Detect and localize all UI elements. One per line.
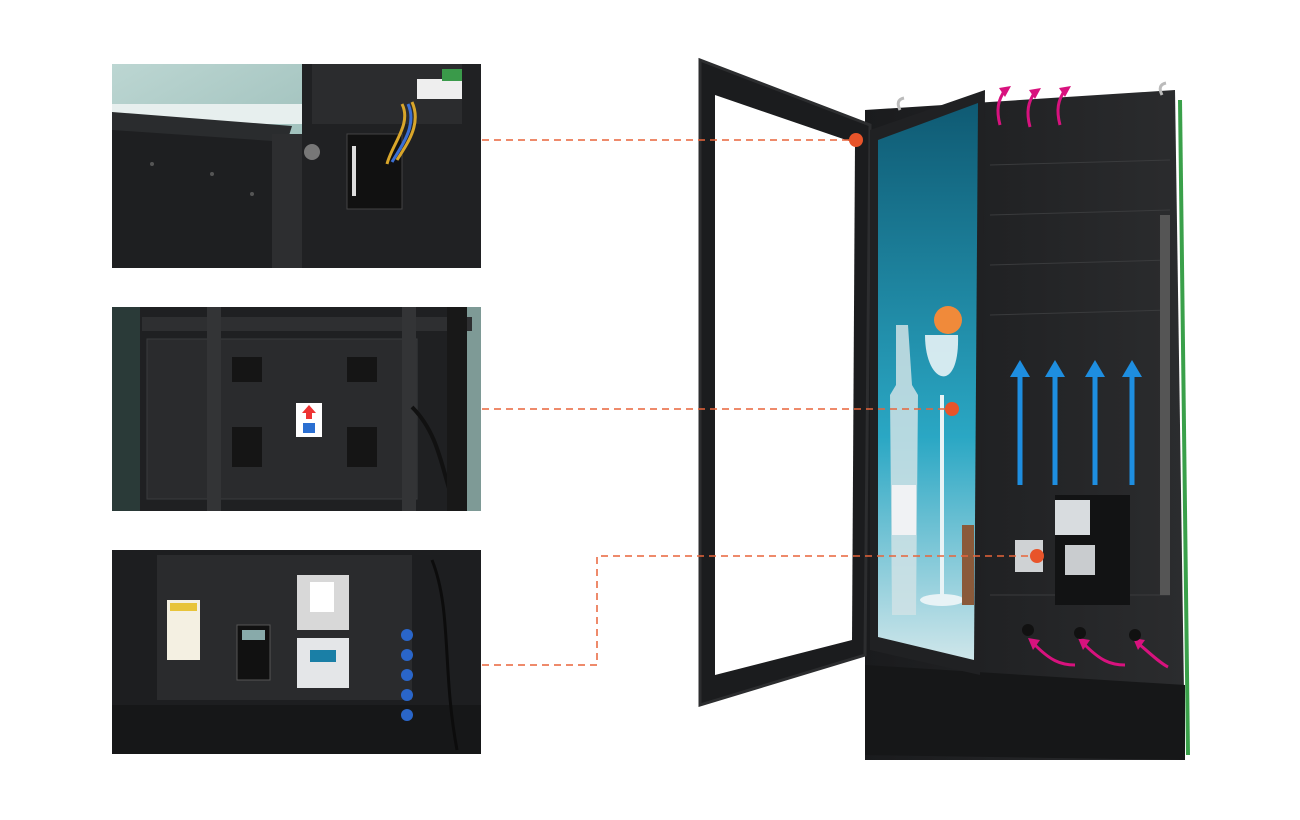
detail-photo-rear-panel <box>112 307 481 511</box>
cabinet-open-view <box>690 55 1210 775</box>
detail-photo-top-corner <box>112 64 481 268</box>
detail-photo-electrical-compartment <box>112 550 481 754</box>
blue-arrow-up-icon <box>1010 360 1142 485</box>
